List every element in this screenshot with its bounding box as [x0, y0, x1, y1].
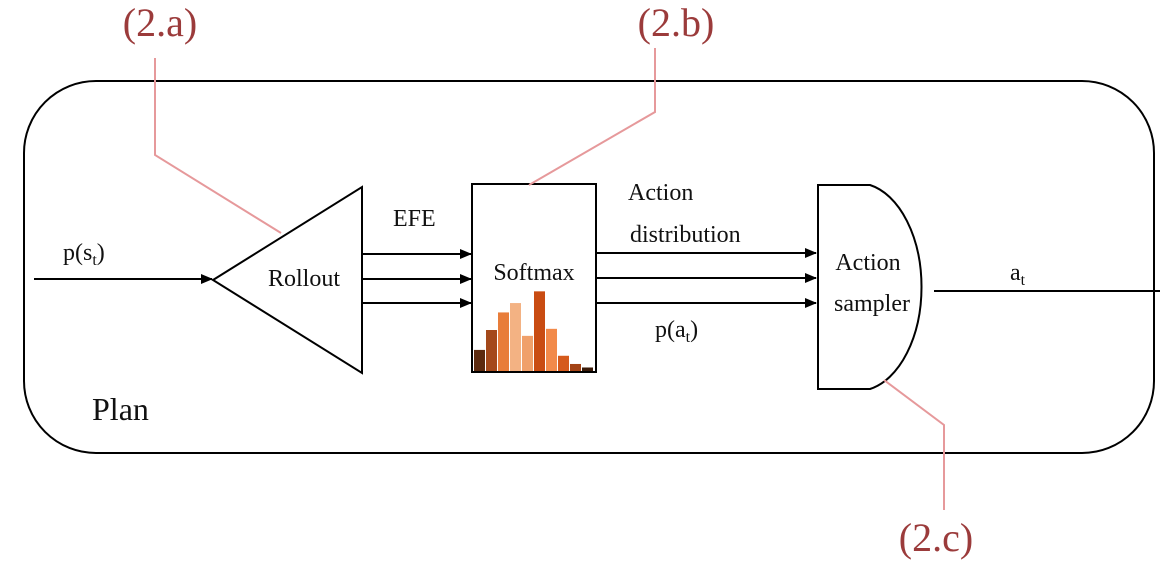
- plan-container: [23, 80, 1155, 454]
- histogram-bar: [522, 335, 533, 371]
- callout-c-label: (2.c): [899, 515, 973, 560]
- action-sampler-line2: sampler: [834, 291, 910, 317]
- histogram-bar: [534, 291, 545, 371]
- output-label: at: [1010, 260, 1026, 289]
- input-subscript: t: [92, 252, 97, 269]
- callout-c-leader: [883, 379, 945, 510]
- callout-a-leader: [154, 58, 282, 234]
- histogram-bar: [546, 328, 557, 371]
- rollout-label: Rollout: [268, 266, 340, 292]
- plan-label: Plan: [92, 391, 149, 427]
- callout-b-leader: [528, 48, 656, 186]
- action-distribution-line2: distribution: [630, 222, 741, 248]
- callout-a-label: (2.a): [123, 0, 197, 45]
- efe-label: EFE: [393, 206, 436, 232]
- histogram-bar: [570, 363, 581, 371]
- histogram-bar: [474, 349, 485, 371]
- softmax-label: Softmax: [493, 260, 574, 286]
- input-label: p(st): [63, 240, 105, 269]
- action-distribution-line1: Action: [628, 180, 693, 206]
- callout-b-label: (2.b): [638, 0, 715, 45]
- histogram-bar: [486, 330, 497, 371]
- p-action-label: p(at): [655, 317, 698, 346]
- output-subscript: t: [1021, 272, 1026, 289]
- action-sampler-shape: [817, 184, 923, 390]
- histogram-bar: [510, 303, 521, 371]
- softmax-histogram: [474, 291, 593, 371]
- histogram-bar: [498, 312, 509, 371]
- p-action-subscript: t: [686, 329, 691, 346]
- histogram-bar: [582, 367, 593, 371]
- histogram-bar: [558, 355, 569, 371]
- action-sampler-line1: Action: [835, 250, 900, 276]
